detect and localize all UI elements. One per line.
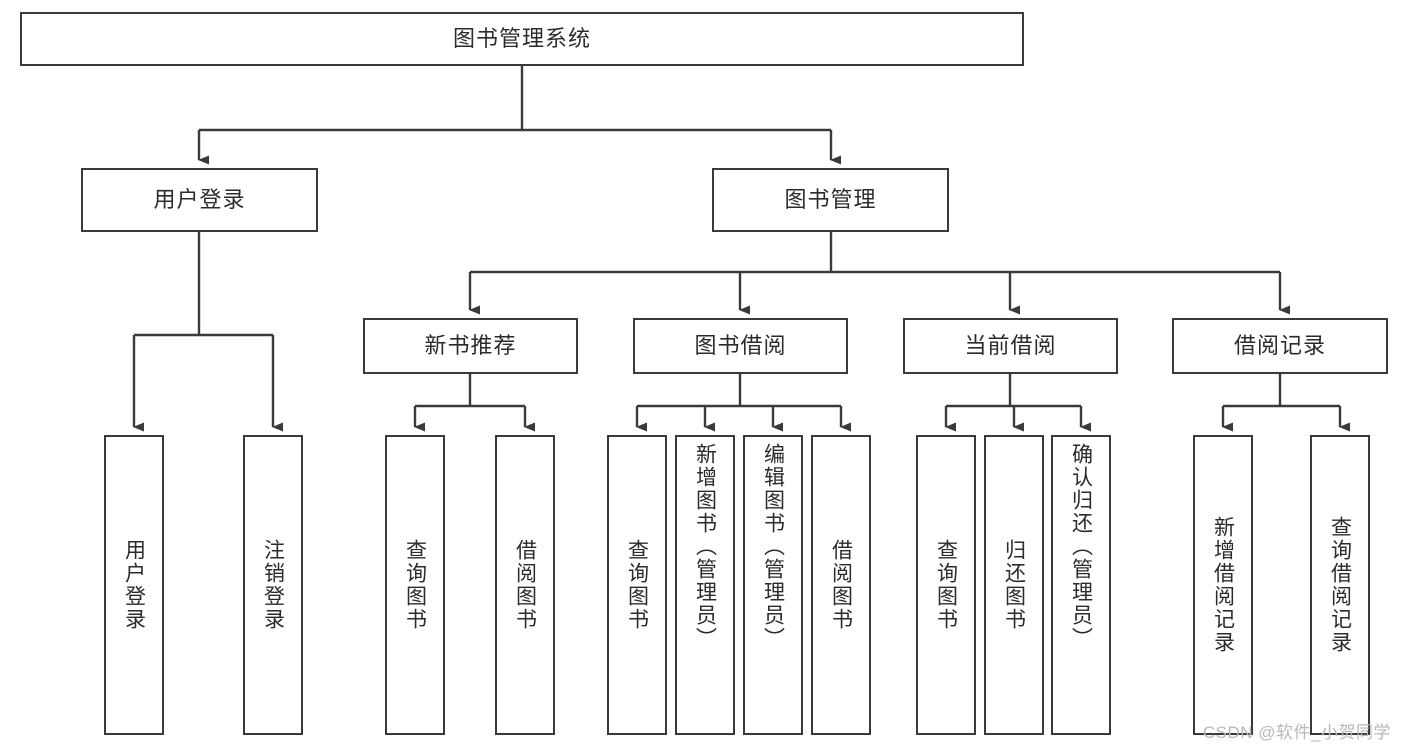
leaf-book-borrow-query-book[interactable]: 查询图书 bbox=[607, 435, 667, 735]
leaf-new-book-borrow-book[interactable]: 借阅图书 bbox=[495, 435, 555, 735]
leaf-borrow-record-add-record[interactable]: 新增借阅记录 bbox=[1193, 435, 1253, 735]
node-label: 查询图书 bbox=[625, 539, 649, 631]
node-book-management[interactable]: 图书管理 bbox=[712, 168, 949, 232]
leaf-new-book-query-book[interactable]: 查询图书 bbox=[385, 435, 445, 735]
node-root-book-management-system[interactable]: 图书管理系统 bbox=[20, 12, 1024, 66]
node-label: 查询图书 bbox=[934, 539, 958, 631]
node-book-borrow[interactable]: 图书借阅 bbox=[633, 318, 848, 374]
leaf-current-borrow-query-book[interactable]: 查询图书 bbox=[916, 435, 976, 735]
node-borrow-record[interactable]: 借阅记录 bbox=[1172, 318, 1388, 374]
node-label: 新书推荐 bbox=[424, 333, 517, 359]
node-label: 借阅图书 bbox=[829, 539, 853, 631]
node-label: 用户登录 bbox=[153, 187, 246, 213]
node-new-book-recommend[interactable]: 新书推荐 bbox=[363, 318, 578, 374]
node-label: 归还图书 bbox=[1002, 539, 1026, 631]
node-label: 图书管理 bbox=[784, 187, 877, 213]
node-label: 图书借阅 bbox=[694, 333, 787, 359]
node-label: 查询图书 bbox=[403, 539, 427, 631]
node-label: 编辑图书（管理员） bbox=[761, 443, 785, 650]
leaf-book-borrow-add-book-admin[interactable]: 新增图书（管理员） bbox=[675, 435, 735, 735]
node-current-borrow[interactable]: 当前借阅 bbox=[903, 318, 1118, 374]
node-label: 借阅图书 bbox=[513, 539, 537, 631]
leaf-book-borrow-borrow-book[interactable]: 借阅图书 bbox=[811, 435, 871, 735]
leaf-current-borrow-confirm-return-admin[interactable]: 确认归还（管理员） bbox=[1051, 435, 1111, 735]
node-label: 用户登录 bbox=[122, 539, 146, 631]
node-label: 图书管理系统 bbox=[452, 26, 591, 52]
node-label: 当前借阅 bbox=[964, 333, 1057, 359]
leaf-user-login-logout[interactable]: 注销登录 bbox=[243, 435, 303, 735]
leaf-current-borrow-return-book[interactable]: 归还图书 bbox=[984, 435, 1044, 735]
watermark-text: CSDN @软件_小贺同学 bbox=[1202, 723, 1391, 742]
node-label: 新增借阅记录 bbox=[1211, 516, 1235, 654]
node-label: 新增图书（管理员） bbox=[693, 443, 717, 650]
node-label: 查询借阅记录 bbox=[1328, 516, 1352, 654]
node-label: 确认归还（管理员） bbox=[1069, 443, 1093, 650]
leaf-user-login-login[interactable]: 用户登录 bbox=[104, 435, 164, 735]
leaf-borrow-record-query-record[interactable]: 查询借阅记录 bbox=[1310, 435, 1370, 735]
node-label: 注销登录 bbox=[261, 539, 285, 631]
node-user-login[interactable]: 用户登录 bbox=[81, 168, 318, 232]
leaf-book-borrow-edit-book-admin[interactable]: 编辑图书（管理员） bbox=[743, 435, 803, 735]
node-label: 借阅记录 bbox=[1233, 333, 1326, 359]
